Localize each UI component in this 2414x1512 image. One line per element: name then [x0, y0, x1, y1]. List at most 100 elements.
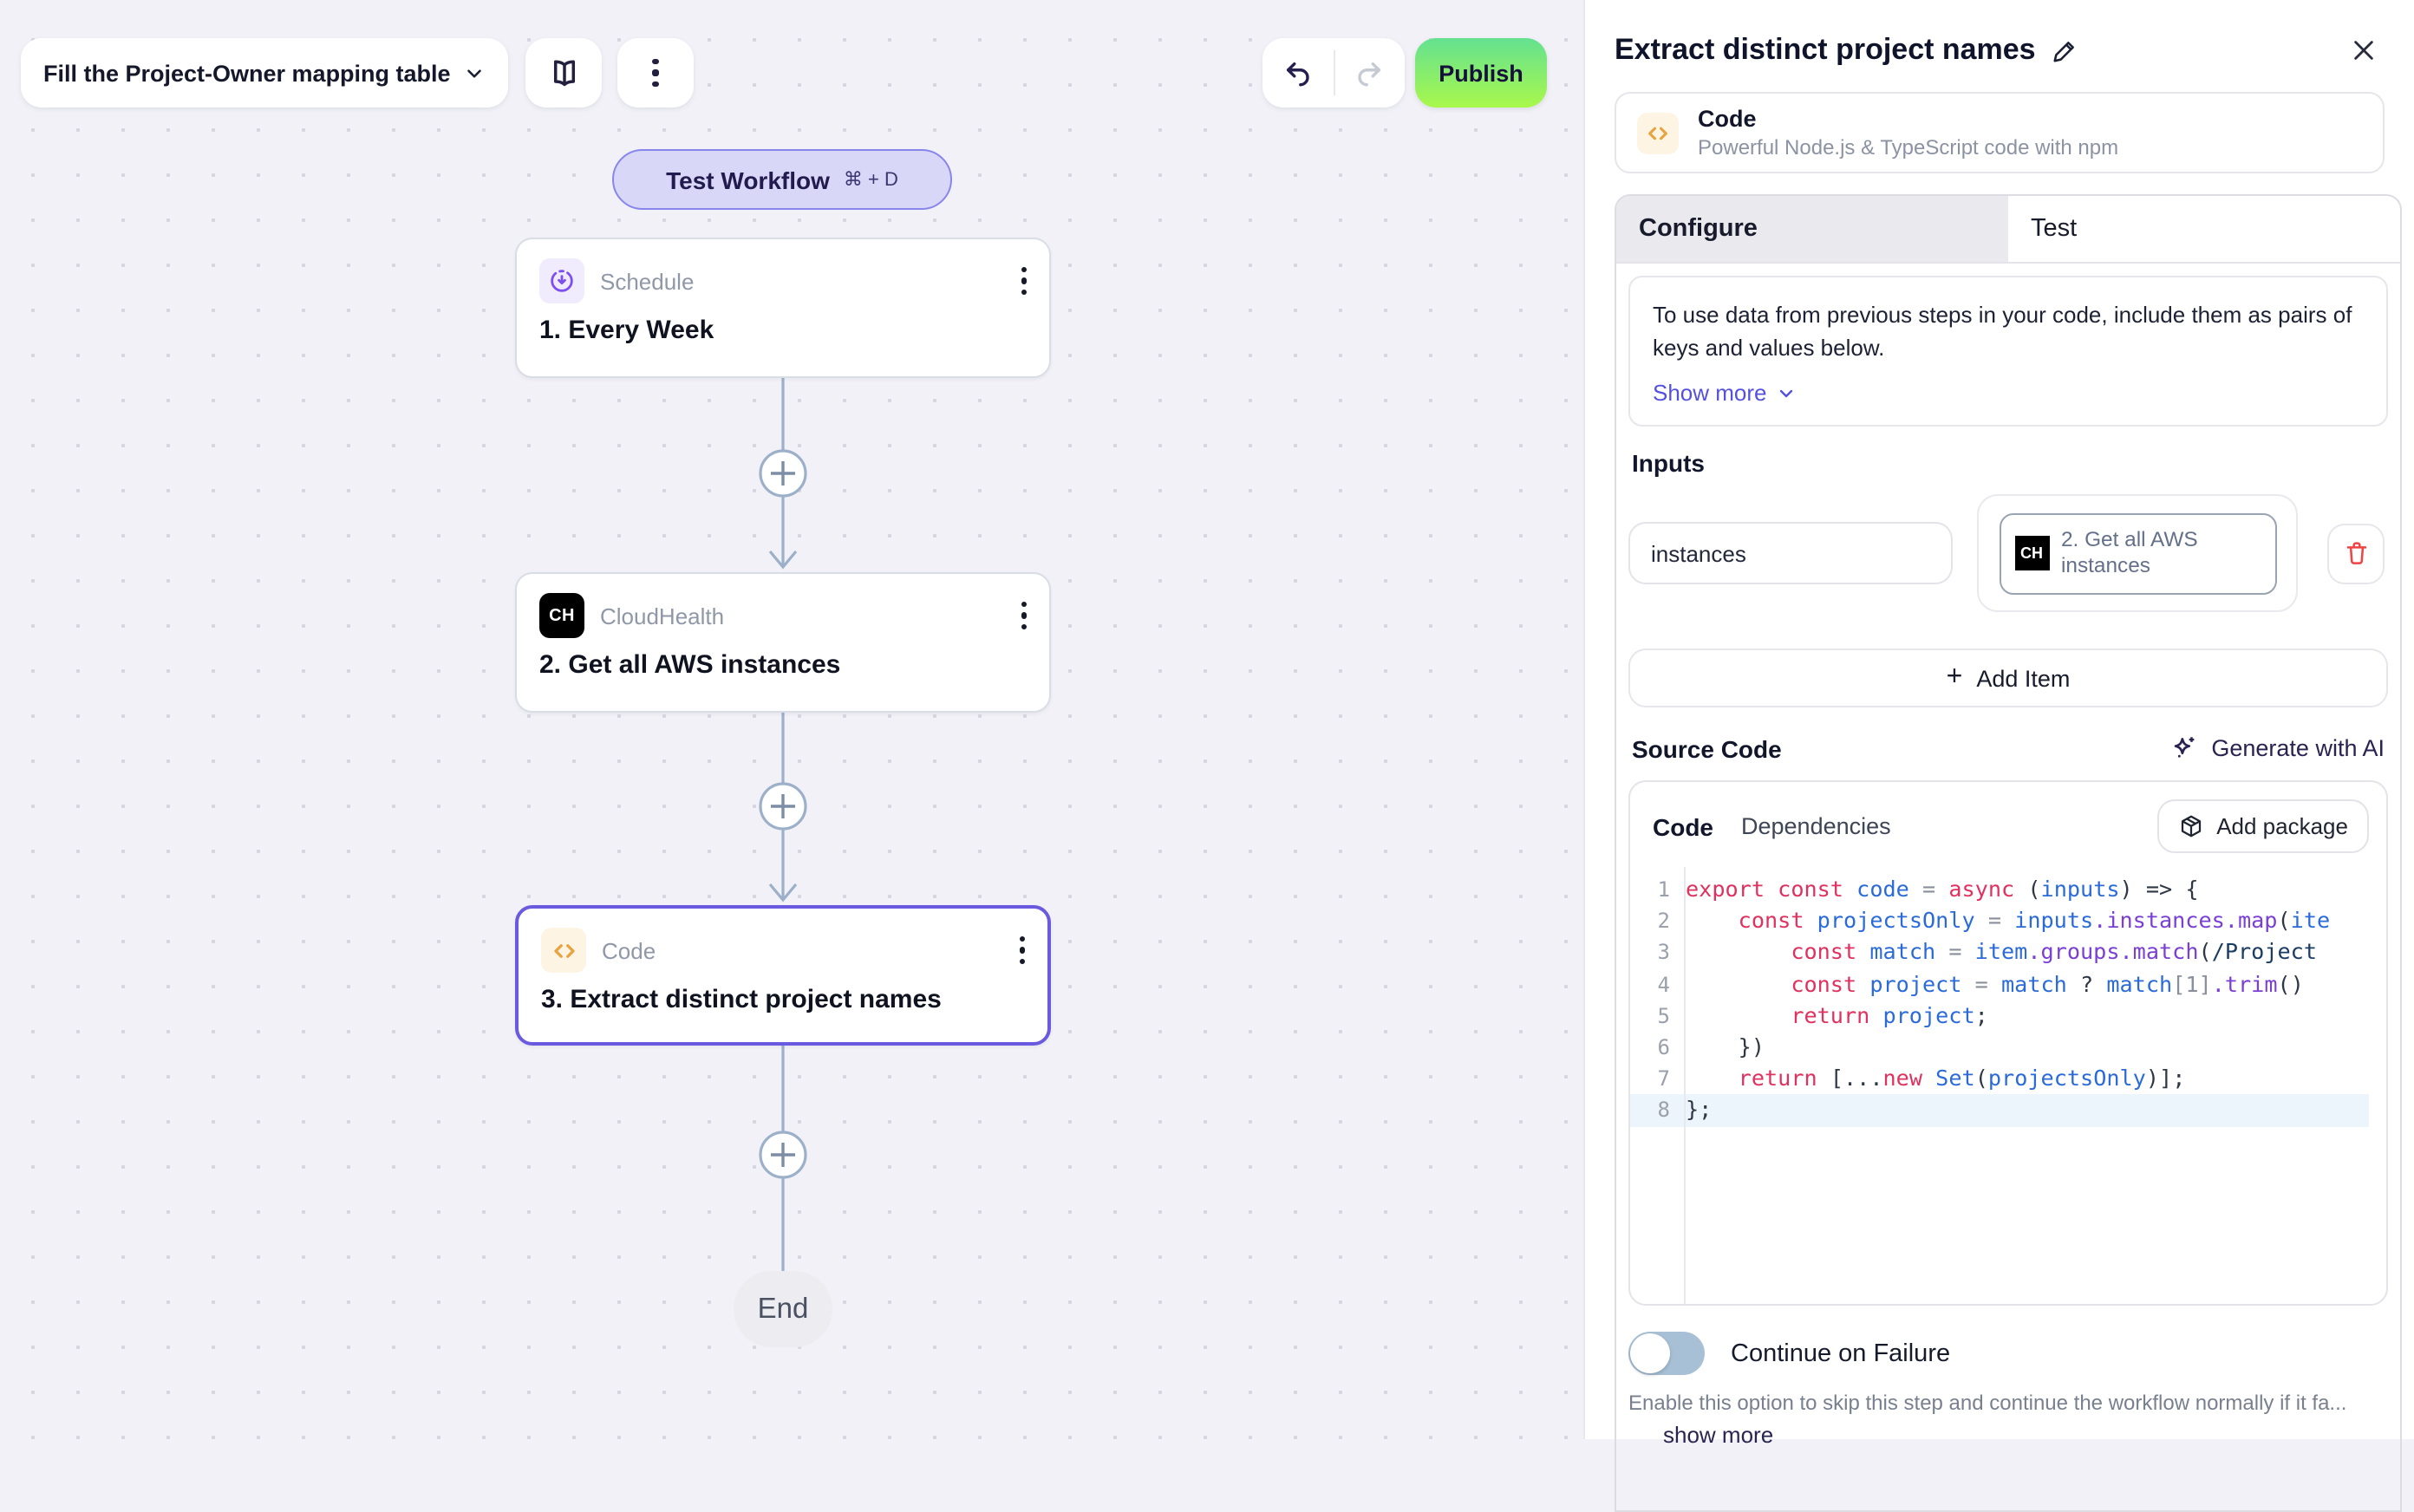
node-menu-button[interactable] [1019, 936, 1025, 964]
step-config-panel: Extract distinct project names Code Powe… [1583, 0, 2414, 1512]
book-icon [552, 59, 575, 86]
code-line[interactable]: 3 const match = item.groups.match(/Proje… [1630, 937, 2369, 968]
delete-input-button[interactable] [2327, 523, 2385, 583]
canvas-more-menu-button[interactable] [617, 38, 694, 108]
undo-redo-group [1262, 38, 1405, 108]
node-app-label: Schedule [600, 268, 695, 294]
tab-test[interactable]: Test [2031, 215, 2078, 243]
node-title: 2. Get all AWS instances [539, 650, 841, 680]
line-number: 1 [1657, 877, 1670, 902]
line-number: 2 [1657, 909, 1670, 934]
code-line-text: }) [1686, 1033, 1765, 1059]
workflow-canvas[interactable]: Fill the Project-Owner mapping table Pub… [0, 0, 1583, 1439]
add-step-button[interactable] [759, 1131, 807, 1179]
line-number: 3 [1657, 940, 1670, 965]
publish-button[interactable]: Publish [1415, 38, 1547, 108]
line-number: 7 [1657, 1066, 1670, 1092]
cloudhealth-badge: CH [2014, 536, 2049, 570]
schedule-clock-icon [539, 258, 584, 303]
add-item-button[interactable]: + Add Item [1628, 648, 2388, 707]
show-more-link[interactable]: Show more [1653, 380, 1797, 406]
edit-title-button[interactable] [2052, 36, 2079, 64]
continue-on-failure-toggle[interactable] [1628, 1332, 1705, 1375]
node-menu-button[interactable] [1021, 267, 1027, 295]
code-brackets-icon [1637, 112, 1679, 153]
mapped-step-label: 2. Get all AWS instances [2061, 526, 2198, 577]
continue-on-failure-description: Enable this option to skip this step and… [1628, 1391, 2347, 1415]
info-text: To use data from previous steps in your … [1653, 302, 2352, 361]
end-node: End [734, 1271, 832, 1347]
node-schedule[interactable]: Schedule 1. Every Week [515, 238, 1051, 378]
pencil-icon [2053, 42, 2074, 62]
node-title: 3. Extract distinct project names [541, 985, 942, 1014]
code-lines: 1 export const code = async (inputs) => {… [1630, 874, 2386, 1126]
add-step-button[interactable] [759, 782, 807, 831]
tab-configure[interactable]: Configure [1616, 196, 2008, 262]
step-type-description: Powerful Node.js & TypeScript code with … [1698, 135, 2119, 160]
cloudhealth-badge: CH [539, 593, 584, 638]
chevron-down-icon [467, 68, 481, 77]
info-box: To use data from previous steps in your … [1628, 276, 2388, 427]
editor-tab-code[interactable]: Code [1653, 812, 1713, 840]
plus-icon: + [1946, 662, 1963, 691]
input-mapping-row: CH 2. Get all AWS instances [1628, 494, 2388, 612]
node-cloudhealth[interactable]: CH CloudHealth 2. Get all AWS instances [515, 572, 1051, 713]
line-number: 5 [1657, 1003, 1670, 1028]
docs-book-button[interactable] [525, 38, 602, 108]
trash-icon [2345, 542, 2366, 564]
close-panel-button[interactable] [2350, 36, 2378, 64]
add-package-button[interactable]: Add package [2157, 799, 2369, 853]
code-line[interactable]: 4 const project = match ? match[1].trim(… [1630, 968, 2369, 1000]
toggle-knob [1630, 1333, 1670, 1373]
code-brackets-icon [541, 928, 586, 973]
close-icon [2354, 41, 2373, 60]
gutter-divider [1684, 867, 1686, 1304]
input-value-dropzone[interactable]: CH 2. Get all AWS instances [1977, 494, 2298, 612]
mapped-step-chip[interactable]: CH 2. Get all AWS instances [1999, 512, 2276, 594]
code-line[interactable]: 1 export const code = async (inputs) => { [1630, 874, 2369, 905]
add-step-button[interactable] [759, 449, 807, 498]
inputs-label: Inputs [1632, 449, 1705, 477]
sparkle-icon [2175, 737, 2195, 758]
step-type-card: Code Powerful Node.js & TypeScript code … [1615, 92, 2385, 173]
panel-title: Extract distinct project names [1615, 33, 2036, 66]
code-editor: Code Dependencies Add package 1 export co… [1628, 780, 2388, 1306]
workflow-selector-label: Fill the Project-Owner mapping table [43, 60, 451, 86]
step-type-name: Code [1698, 106, 1757, 132]
panel-tabs: Configure Test [1616, 196, 2400, 264]
end-label: End [757, 1293, 809, 1324]
test-workflow-shortcut: ⌘ + D [843, 170, 898, 191]
node-code[interactable]: Code 3. Extract distinct project names [515, 905, 1051, 1046]
code-line-text: return project; [1686, 1001, 1988, 1028]
editor-tab-dependencies[interactable]: Dependencies [1741, 813, 1891, 839]
node-title: 1. Every Week [539, 316, 714, 345]
undo-button[interactable] [1262, 50, 1334, 95]
node-menu-button[interactable] [1021, 602, 1027, 629]
code-line[interactable]: 2 const projectsOnly = inputs.instances.… [1630, 905, 2369, 936]
code-line[interactable]: 6 }) [1630, 1032, 2369, 1063]
source-code-label: Source Code [1632, 734, 1782, 762]
code-line-text: const projectsOnly = inputs.instances.ma… [1686, 907, 2331, 934]
code-line-text: export const code = async (inputs) => { [1686, 876, 2199, 902]
workflow-selector-dropdown[interactable]: Fill the Project-Owner mapping table [21, 38, 508, 108]
test-workflow-button[interactable]: Test Workflow ⌘ + D [612, 149, 952, 210]
generate-with-ai-button[interactable]: Generate with AI [2169, 733, 2385, 763]
input-key-field[interactable] [1628, 522, 1953, 584]
code-line[interactable]: 5 return project; [1630, 1000, 2369, 1032]
code-line[interactable]: 7 return [...new Set(projectsOnly)]; [1630, 1063, 2369, 1094]
workflow-edges [759, 378, 807, 1271]
code-line[interactable]: 8}; [1630, 1094, 2369, 1126]
show-more-link[interactable]: show more [1663, 1422, 1774, 1448]
test-workflow-label: Test Workflow [666, 166, 830, 193]
code-line-text: return [...new Set(projectsOnly)]; [1686, 1065, 2186, 1092]
code-editor-body[interactable]: 1 export const code = async (inputs) => {… [1630, 867, 2386, 1304]
continue-on-failure-label: Continue on Failure [1731, 1339, 1951, 1367]
code-line-text: const match = item.groups.match(/Project [1686, 938, 2318, 965]
code-line-text: const project = match ? match[1].trim() [1686, 970, 2304, 997]
undo-icon [1286, 61, 1309, 86]
chevron-down-icon [1779, 388, 1792, 397]
redo-button[interactable] [1334, 50, 1405, 95]
line-number: 6 [1657, 1034, 1670, 1059]
redo-icon [1358, 61, 1381, 86]
